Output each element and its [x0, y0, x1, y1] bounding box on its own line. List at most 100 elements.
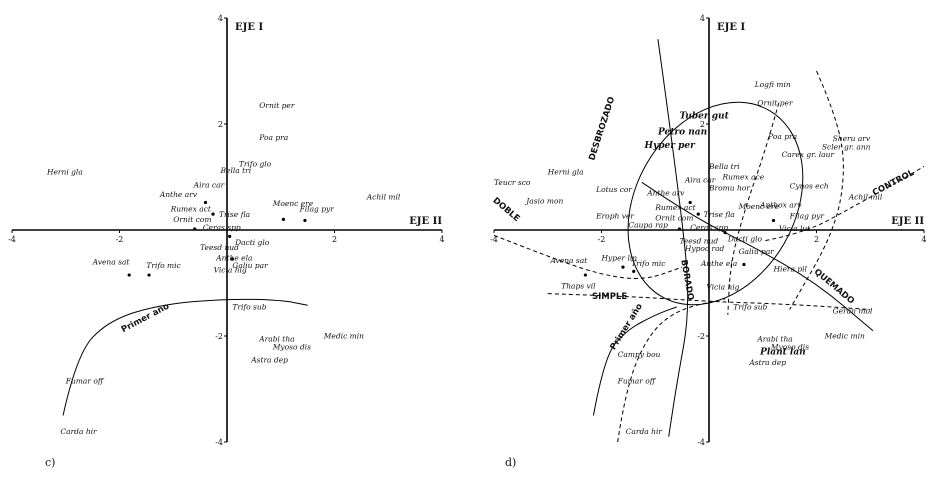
curve-label: BORADO: [678, 259, 695, 301]
x-tick-label: -4: [8, 235, 16, 244]
species-point-marker: [303, 218, 307, 223]
species-label: Petro nan: [657, 128, 707, 138]
species-label: Geran mol: [833, 307, 873, 316]
species-label: Plant lan: [759, 348, 806, 358]
species-point-marker: [127, 273, 131, 277]
species-point-marker: [688, 200, 692, 205]
y-tick-label: -2: [215, 332, 223, 341]
species-label: Lotus cor: [595, 185, 632, 194]
treatment-boundary-curve: [727, 102, 780, 315]
panel-label: c): [45, 456, 55, 469]
species-label: Tuber gut: [679, 112, 729, 122]
species-label: Ornit per: [259, 101, 295, 110]
species-label: Moenc ere: [272, 199, 314, 208]
species-label: Trise fla: [704, 210, 735, 219]
species-label: Teesd nud: [200, 243, 239, 252]
x-axis-title: EJE II: [891, 216, 924, 227]
treatment-boundary-curve: [62, 298, 308, 416]
species-label: Ornit com: [655, 213, 693, 222]
y-tick-label: 4: [218, 14, 223, 23]
treatment-boundary-curve: [765, 165, 925, 242]
species-label: Astra dep: [250, 356, 288, 365]
species-point-marker: [228, 234, 232, 238]
treatment-boundary-curve: [657, 39, 689, 437]
species-label: Caupa rap: [628, 220, 668, 229]
species-label: Trifo sub: [232, 303, 266, 312]
treatment-boundary-curve: [789, 70, 844, 310]
species-label: Hyper lin: [601, 254, 638, 263]
species-label: Hiera pil: [773, 264, 808, 273]
species-point-marker: [203, 200, 208, 205]
species-point-marker: [632, 269, 636, 273]
species-label: Cynos ech: [790, 182, 829, 191]
species-label: Dacti glo: [727, 235, 763, 244]
species-point-marker: [193, 227, 197, 231]
species-point-marker: [696, 212, 700, 216]
species-label: Aira car: [684, 175, 716, 184]
species-label: Bromu hor: [708, 183, 750, 192]
species-label: Medic min: [323, 332, 364, 341]
species-label: Sheru arv: [833, 134, 871, 143]
species-label: Campy bou: [618, 350, 661, 359]
species-label: Fumar off: [617, 377, 657, 386]
species-label: Achil mil: [366, 192, 401, 201]
curve-label: Primer año: [608, 302, 645, 352]
x-tick-label: 2: [814, 235, 819, 244]
y-tick-label: -4: [215, 438, 223, 447]
species-label: Anthe ela: [215, 254, 252, 263]
treatment-boundary-curve: [547, 293, 871, 310]
species-point-marker: [771, 218, 776, 223]
species-label: Herni gla: [46, 167, 83, 176]
curve-label: SIMPLE: [592, 292, 627, 302]
treatment-boundary-curve: [592, 306, 677, 416]
species-label: Anthe arv: [646, 189, 685, 198]
species-label: Filag pyr: [789, 211, 825, 220]
species-label: Jasio mon: [524, 197, 563, 206]
panel-label: d): [505, 456, 516, 469]
species-point-marker: [147, 273, 151, 277]
species-label: Rumex ace: [721, 173, 764, 182]
x-axis-title: EJE II: [409, 216, 442, 227]
species-label: Hypoc rad: [684, 244, 725, 253]
species-label: Teucr sco: [494, 178, 531, 187]
species-label: Eroph ver: [595, 211, 634, 220]
species-label: Aira car: [193, 181, 225, 190]
species-point-marker: [742, 262, 746, 267]
species-label: Hyper per: [644, 141, 697, 151]
y-tick-label: 2: [218, 120, 223, 129]
species-label: Trifo mic: [146, 261, 181, 270]
curve-label: DOBLE: [491, 196, 522, 224]
species-label: Arabi tha: [756, 334, 792, 343]
species-label: Scler gr. ann: [822, 142, 871, 151]
species-label: Carda hir: [60, 427, 97, 436]
x-tick-label: 2: [332, 235, 337, 244]
species-label: Fumar off: [65, 377, 105, 386]
x-tick-label: 4: [439, 235, 444, 244]
species-label: Trifo sub: [733, 303, 767, 312]
species-label: Vicia hig: [214, 265, 247, 274]
y-tick-label: 2: [700, 120, 705, 129]
x-tick-label: -4: [490, 235, 498, 244]
species-label: Myoso dis: [272, 342, 311, 351]
species-label: Ornit com: [173, 215, 211, 224]
species-label: Vicia lut: [779, 224, 811, 233]
species-label: Filag pyr: [299, 204, 335, 213]
curve-label: DESBROZADO: [587, 96, 617, 162]
species-point-marker: [281, 217, 286, 221]
y-tick-label: -4: [697, 438, 705, 447]
x-tick-label: 4: [921, 235, 926, 244]
species-label: Bella tri: [708, 162, 740, 171]
species-label: Trise fla: [219, 210, 250, 219]
y-tick-label: -2: [697, 332, 705, 341]
species-label: Ornit per: [757, 98, 793, 107]
species-label: Dacti glo: [234, 238, 270, 247]
species-label: Galiu par: [739, 247, 775, 256]
species-point-marker: [677, 227, 682, 231]
species-label: Rumex act: [170, 204, 212, 213]
species-point-marker: [230, 257, 234, 261]
species-label: Carda hir: [626, 427, 663, 436]
species-point-marker: [723, 231, 727, 235]
